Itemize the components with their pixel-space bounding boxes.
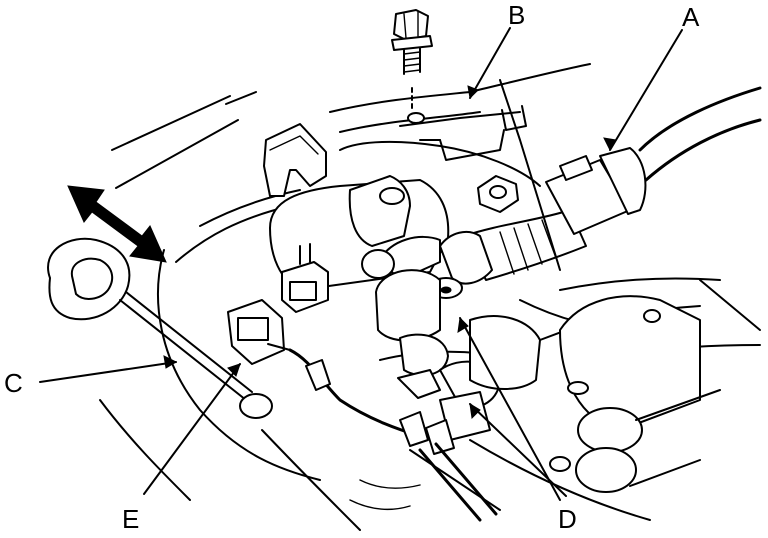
pipe-assembly-right	[549, 295, 721, 493]
callout-d: D	[558, 504, 577, 534]
mounting-nut	[477, 175, 519, 213]
mounting-bolt	[391, 9, 433, 124]
sensor-connector-e	[227, 299, 498, 522]
leader-lines	[39, 27, 683, 501]
callout-e: E	[122, 504, 139, 534]
callout-b: B	[508, 0, 525, 30]
vacuum-hose	[429, 86, 762, 299]
sensor-connector-left	[281, 243, 329, 313]
callout-a: A	[682, 2, 700, 32]
bracket-d	[375, 269, 541, 441]
dipstick	[47, 237, 273, 419]
direction-arrow	[67, 185, 167, 263]
harness-clip-top-left	[263, 123, 327, 197]
callout-c: C	[4, 368, 23, 398]
